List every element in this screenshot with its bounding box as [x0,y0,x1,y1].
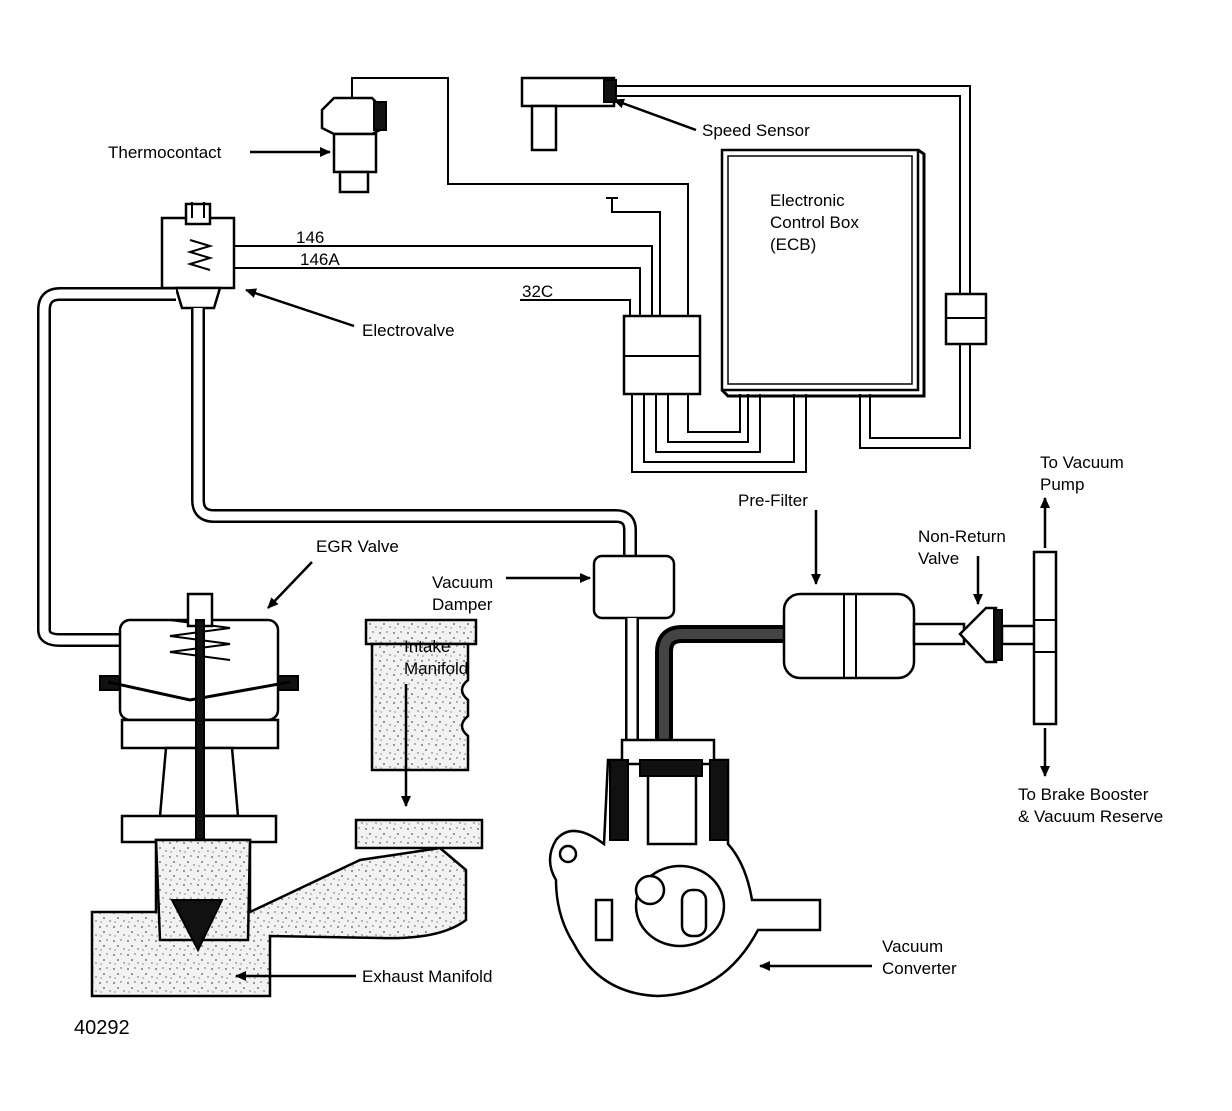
speed-sensor-part [520,76,971,449]
to-brake-booster-label-line2: & Vacuum Reserve [1018,807,1163,826]
vacuum-damper-label-line2: Damper [432,595,493,614]
intake-manifold-label-line1: Intake [404,637,450,656]
vacuum-converter-label-line1: Vacuum [882,937,943,956]
speed-sensor-label: Speed Sensor [702,121,810,140]
t-connector-part [1032,497,1058,777]
to-brake-booster-label-line1: To Brake Booster [1018,785,1149,804]
figure-number: 40292 [74,1017,130,1039]
ecb-label-line3: (ECB) [770,235,816,254]
thermocontact-label: Thermocontact [108,143,222,162]
pre-filter-label: Pre-Filter [738,491,808,510]
intake-manifold-label-line2: Manifold [404,659,468,678]
left-connector [622,314,807,473]
thermocontact-part [320,77,689,316]
ecb-label-line2: Control Box [770,213,859,232]
vacuum-damper-part [592,554,676,620]
pre-filter-part [782,592,966,680]
vacuum-converter-part [548,738,822,998]
exhaust-manifold-label: Exhaust Manifold [362,967,492,986]
ecb-label-line1: Electronic [770,191,845,210]
egr-valve-label: EGR Valve [316,537,399,556]
electrovalve-label: Electrovalve [362,321,455,340]
wire-146a-label: 146A [300,250,340,269]
vacuum-converter-label-line2: Converter [882,959,957,978]
vacuum-damper-label-line1: Vacuum [432,573,493,592]
non-return-valve-part [958,606,1038,664]
wire-32c-label: 32C [522,282,553,301]
to-vacuum-pump-label-line2: Pump [1040,475,1084,494]
non-return-valve-label-line2: Valve [918,549,959,568]
wire-146-label: 146 [296,228,324,247]
non-return-valve-label-line1: Non-Return [918,527,1006,546]
manifold-housing [90,618,484,998]
electrovalve-part [160,202,236,310]
ecb-box [720,148,926,398]
to-vacuum-pump-label-line1: To Vacuum [1040,453,1124,472]
